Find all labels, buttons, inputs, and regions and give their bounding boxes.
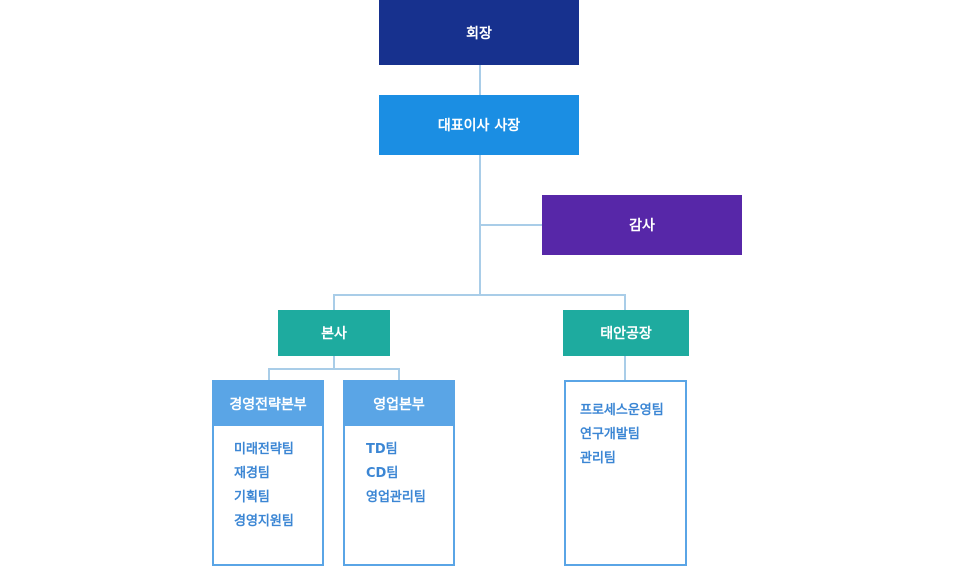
- ceo-label: 대표이사 사장: [437, 118, 521, 134]
- dept-strategy-team-list: 미래전략팀 재경팀 기획팀 경영지원팀: [214, 426, 322, 534]
- connector-to-dept-sales: [398, 368, 400, 380]
- dept-sales-label: 영업본부: [373, 397, 425, 413]
- team-item: CD팀: [366, 466, 399, 481]
- team-item: 영업관리팀: [366, 490, 426, 505]
- connector-factory-down: [624, 356, 626, 380]
- dept-strategy-header: 경영전략본부: [214, 382, 322, 426]
- audit-label: 감사: [629, 218, 655, 234]
- dept-strategy-label: 경영전략본부: [229, 397, 307, 413]
- team-item: 프로세스운영팀: [580, 403, 664, 418]
- factory-team-box: 프로세스운영팀 연구개발팀 관리팀: [564, 380, 687, 566]
- connector-division-bar: [333, 294, 626, 296]
- team-item: 미래전략팀: [234, 442, 294, 457]
- dept-sales: 영업본부 TD팀 CD팀 영업관리팀: [343, 380, 455, 566]
- factory-box: 태안공장: [563, 310, 689, 356]
- dept-sales-header: 영업본부: [345, 382, 453, 426]
- connector-audit: [480, 224, 542, 226]
- connector-to-dept-strategy: [268, 368, 270, 380]
- factory-label: 태안공장: [600, 326, 652, 342]
- headquarters-label: 본사: [321, 326, 347, 342]
- chairman-box: 회장: [379, 0, 579, 65]
- team-item: TD팀: [366, 442, 398, 457]
- chairman-label: 회장: [466, 25, 492, 42]
- connector-dept-bar: [268, 368, 400, 370]
- ceo-box: 대표이사 사장: [379, 95, 579, 155]
- connector-to-factory: [624, 294, 626, 310]
- team-item: 기획팀: [234, 490, 270, 505]
- audit-box: 감사: [542, 195, 742, 255]
- team-item: 연구개발팀: [580, 427, 640, 442]
- connector-chairman-ceo: [479, 65, 481, 95]
- factory-team-list: 프로세스운영팀 연구개발팀 관리팀: [566, 382, 685, 471]
- team-item: 관리팀: [580, 451, 616, 466]
- team-item: 경영지원팀: [234, 514, 294, 529]
- team-item: 재경팀: [234, 466, 270, 481]
- connector-to-headquarters: [333, 294, 335, 310]
- dept-sales-team-list: TD팀 CD팀 영업관리팀: [345, 426, 453, 510]
- headquarters-box: 본사: [278, 310, 390, 356]
- connector-hq-down: [333, 356, 335, 370]
- dept-strategy: 경영전략본부 미래전략팀 재경팀 기획팀 경영지원팀: [212, 380, 324, 566]
